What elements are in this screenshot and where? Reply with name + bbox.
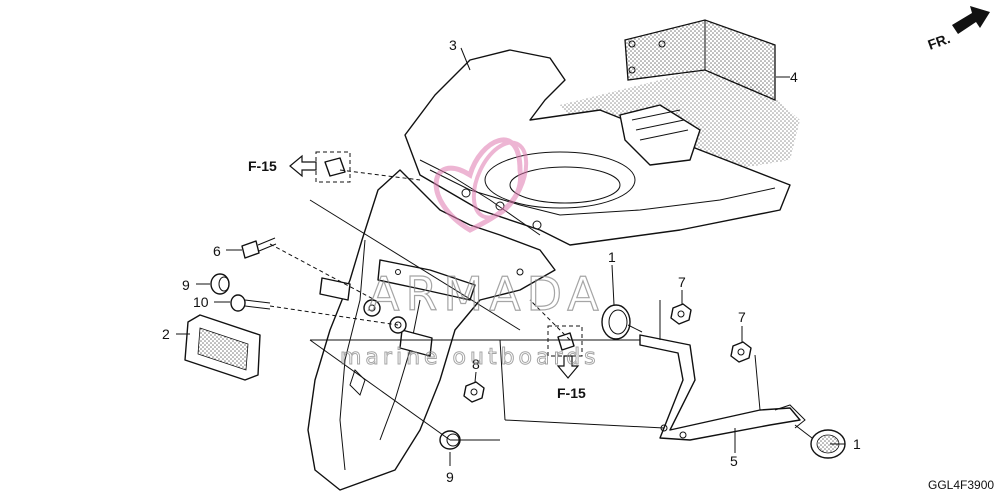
callout-7-upper: 7: [678, 274, 686, 290]
clip-fastener-top: [315, 151, 351, 183]
callout-9-upper: 9: [182, 277, 190, 293]
watermark-brand: ARMADA: [368, 267, 605, 321]
callout-3: 3: [449, 37, 457, 53]
arrow-left-icon: [289, 154, 317, 178]
part-5-stay: [639, 334, 806, 441]
watermark-tagline: marine outboards: [340, 345, 600, 370]
part-1-reflector-upper: [601, 304, 643, 340]
part-6-bolt: [241, 237, 277, 259]
part-8-nut: [463, 381, 485, 403]
callout-2: 2: [162, 326, 170, 342]
diagram-code: GGL4F3900: [928, 478, 994, 492]
part-1-reflector-lower: [794, 424, 846, 459]
part-9-grommet-upper: [210, 273, 230, 295]
front-label: FR.: [926, 30, 953, 53]
clip-fastener-bottom: [547, 325, 583, 357]
part-2-reflector: [184, 314, 261, 381]
part-4-bracket: [624, 19, 776, 101]
arrow-down-icon: [556, 355, 580, 379]
ref-f15-bottom: F-15: [557, 385, 586, 401]
ref-f15-top: F-15: [248, 158, 277, 174]
callout-1-upper: 1: [608, 249, 616, 265]
leader-lines: [176, 47, 845, 466]
callout-4: 4: [790, 69, 798, 85]
part-10-screw: [230, 294, 271, 312]
callout-5: 5: [730, 453, 738, 469]
callout-9-lower: 9: [446, 469, 454, 485]
callout-7-lower: 7: [738, 309, 746, 325]
callout-6: 6: [213, 243, 221, 259]
callout-10: 10: [193, 294, 209, 310]
part-7-nut-upper: [670, 303, 692, 325]
callout-8: 8: [472, 356, 480, 372]
callout-1-lower: 1: [853, 436, 861, 452]
part-7-nut-lower: [730, 341, 752, 363]
part-3-rear-fender-tray: [404, 49, 791, 246]
reflector-mounts: [319, 277, 433, 357]
front-arrow-icon: [952, 6, 990, 34]
watermark-logo: [433, 137, 529, 233]
